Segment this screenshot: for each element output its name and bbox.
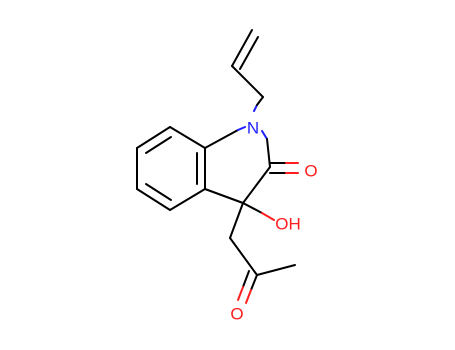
bond-c7a-n-label-side bbox=[237, 126, 246, 131]
bond-co-ch3 bbox=[256, 264, 296, 276]
bond-ring-6 bbox=[169, 126, 206, 149]
bond-n-ch2-label-side bbox=[253, 104, 258, 112]
atom-label-o-ketone: O bbox=[230, 304, 243, 323]
bond-co-o-1b bbox=[245, 289, 252, 304]
bond-c2-c3 bbox=[242, 166, 271, 204]
atom-label-n: N bbox=[247, 118, 259, 137]
bond-c3-oh bbox=[242, 202, 263, 214]
bond-ring-inner-2 bbox=[145, 183, 172, 201]
bond-ring-1 bbox=[136, 126, 171, 149]
bond-c3-ch2 bbox=[229, 202, 244, 239]
bond-ch2-ch bbox=[231, 65, 264, 98]
bond-co-o-2b bbox=[237, 286, 244, 301]
bond-c3-oh-label-side bbox=[261, 212, 275, 221]
bond-ch2-co bbox=[229, 237, 258, 276]
bond-n-c2-label-side bbox=[261, 130, 268, 140]
atom-label-oh: OH bbox=[275, 214, 301, 233]
bond-ring-4 bbox=[169, 188, 206, 211]
bond-co-o-2 bbox=[242, 270, 250, 288]
bond-ring-inner-1 bbox=[145, 136, 172, 154]
atom-label-o-carbonyl: O bbox=[304, 161, 317, 180]
bond-c3-c3a bbox=[204, 188, 244, 204]
bond-co-o-1 bbox=[250, 274, 258, 291]
bond-ch-ch2-2 bbox=[239, 36, 259, 70]
bond-ring-3 bbox=[136, 188, 171, 211]
bond-c7a-n bbox=[204, 129, 239, 149]
bond-n-ch2 bbox=[256, 96, 264, 106]
bond-ch-ch2-1 bbox=[231, 29, 253, 67]
